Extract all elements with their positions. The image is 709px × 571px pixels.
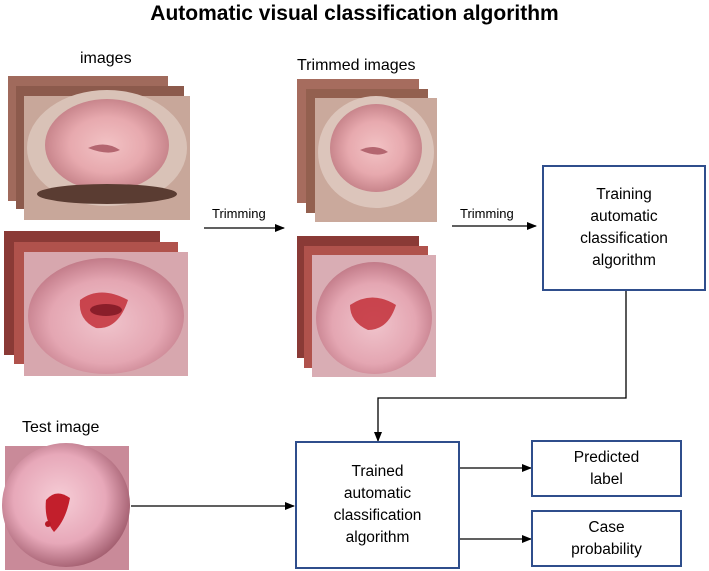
case-probability-text: Case probability [571, 518, 642, 558]
trimming-label-2: Trimming [460, 206, 514, 221]
trimming-label-1: Trimming [212, 206, 266, 221]
images-label: images [80, 50, 132, 67]
test-image [2, 443, 130, 570]
diagram-title: Automatic visual classification algorith… [150, 2, 559, 25]
trained-algorithm-box: Trained automatic classification algorit… [295, 441, 460, 569]
image-stack-1 [8, 76, 190, 220]
predicted-label-box: Predicted label [531, 440, 682, 497]
test-image-label: Test image [22, 419, 100, 436]
predicted-label-text: Predicted label [573, 448, 640, 488]
training-algorithm-text: Training automatic classification algori… [580, 186, 668, 269]
image-stack-2 [4, 231, 188, 376]
trained-algorithm-text: Trained automatic classification algorit… [333, 463, 422, 546]
case-probability-box: Case probability [531, 510, 682, 567]
trimmed-stack-1 [297, 79, 437, 222]
trimmed-images-label: Trimmed images [297, 57, 416, 74]
trimmed-stack-2 [297, 236, 436, 377]
training-algorithm-box: Training automatic classification algori… [542, 165, 706, 291]
